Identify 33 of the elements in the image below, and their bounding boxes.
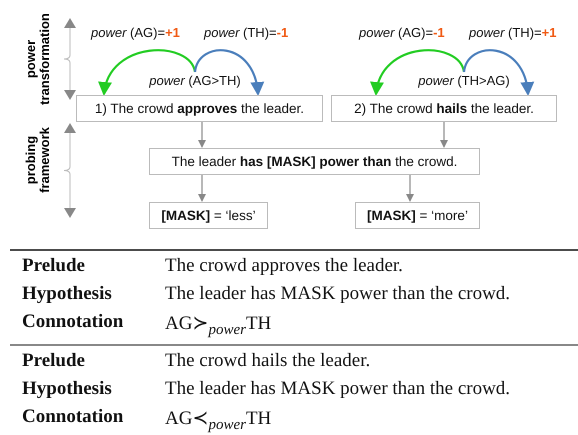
row-header: Prelude xyxy=(22,255,85,277)
sentence-text: AG≻$_{power}$TH xyxy=(165,312,272,339)
row-header: Prelude xyxy=(22,350,85,372)
relation-label: power (TH>AG) xyxy=(414,72,514,89)
edge-label: power (TH)=+1 xyxy=(468,25,558,40)
arrow xyxy=(406,175,414,202)
curved-arrow xyxy=(194,49,264,96)
row-header: Connotation xyxy=(22,406,124,428)
relation-label: power (AG>TH) xyxy=(145,72,245,89)
curved-arrow xyxy=(100,49,196,96)
sentence-text: The leader has MASK power than the crowd. xyxy=(165,378,510,400)
side-label: probing framework xyxy=(24,127,52,193)
row-header: Connotation xyxy=(22,311,124,333)
row-header: Hypothesis xyxy=(22,378,112,400)
edge-label: power (AG)=+1 xyxy=(90,25,181,40)
sentence-text: The leader has MASK power than the crowd. xyxy=(165,283,510,305)
curved-arrow xyxy=(372,49,466,96)
arrow xyxy=(198,122,206,148)
arrow xyxy=(440,122,448,148)
sentence-text: AG≺$_{power}$TH xyxy=(165,407,272,434)
row-header: Hypothesis xyxy=(22,283,112,305)
sentence-box: [MASK] = ‘less’ xyxy=(149,202,268,229)
sentence-box: [MASK] = ‘more’ xyxy=(355,202,480,229)
side-label: power transformation xyxy=(24,13,52,105)
sentence-box: 1) The crowd approves the leader. xyxy=(76,95,323,122)
curved-arrow xyxy=(462,49,534,96)
edge-label: power (TH)=-1 xyxy=(203,25,290,40)
sentence-text: The crowd hails the leader. xyxy=(165,350,370,372)
arrow xyxy=(198,175,206,202)
sentence-text: The crowd approves the leader. xyxy=(165,255,403,277)
edge-label: power (AG)=-1 xyxy=(358,25,446,40)
sentence-box: 2) The crowd hails the leader. xyxy=(331,95,557,122)
sentence-box: The leader has [MASK] power than the crowd. xyxy=(149,148,480,175)
